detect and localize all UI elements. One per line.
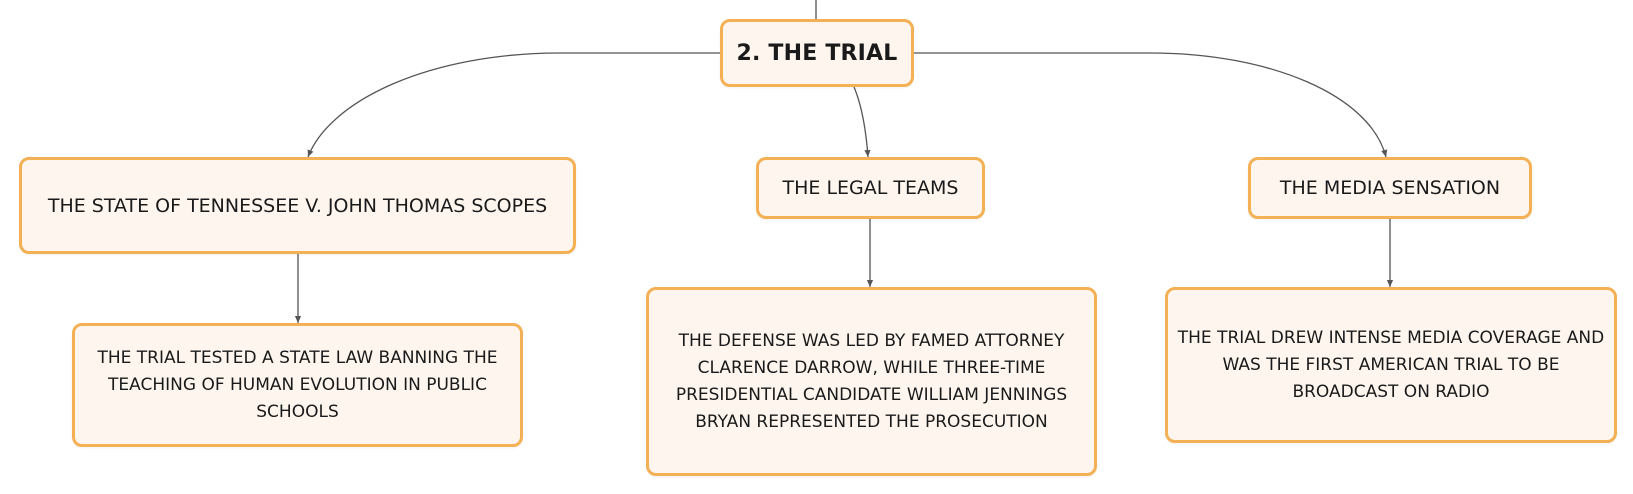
connector-root-to-state-case (307, 52, 720, 158)
leaf-legal-teams-text: THE DEFENSE WAS LED BY FAMED ATTORNEY CL… (675, 330, 1068, 432)
node-state-case-label: THE STATE OF TENNESSEE V. JOHN THOMAS SC… (47, 194, 548, 217)
leaf-media-text: THE TRIAL DREW INTENSE MEDIA COVERAGE AN… (1177, 327, 1605, 402)
node-media-sensation[interactable]: THE MEDIA SENSATION (1248, 157, 1532, 219)
leaf-media-detail[interactable]: THE TRIAL DREW INTENSE MEDIA COVERAGE AN… (1165, 287, 1617, 443)
leaf-legal-teams-detail[interactable]: THE DEFENSE WAS LED BY FAMED ATTORNEY CL… (646, 287, 1097, 476)
root-node-the-trial[interactable]: 2. THE TRIAL (720, 19, 914, 87)
node-legal-teams-label: THE LEGAL TEAMS (782, 177, 959, 199)
node-media-sensation-label: THE MEDIA SENSATION (1279, 177, 1501, 199)
leaf-state-law-text: THE TRIAL TESTED A STATE LAW BANNING THE… (97, 347, 498, 422)
connector-root-to-media (914, 52, 1388, 158)
connector-root-to-legal-teams (853, 86, 871, 158)
leaf-state-law-detail[interactable]: THE TRIAL TESTED A STATE LAW BANNING THE… (72, 323, 523, 447)
node-legal-teams[interactable]: THE LEGAL TEAMS (756, 157, 985, 219)
root-node-label: 2. THE TRIAL (736, 40, 898, 66)
node-state-case[interactable]: THE STATE OF TENNESSEE V. JOHN THOMAS SC… (19, 157, 576, 254)
